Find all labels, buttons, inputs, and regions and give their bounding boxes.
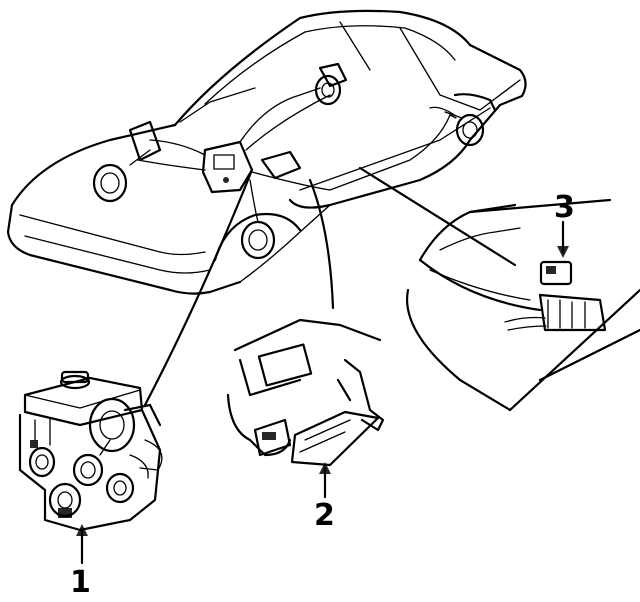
callout-1-label: 1: [70, 565, 91, 600]
callout-arrows: [76, 220, 569, 565]
car-body: [6, 9, 527, 295]
rear-left-rotor: [314, 62, 348, 106]
rear-right-rotor: [444, 111, 485, 147]
hydraulic-modulator: [18, 370, 163, 532]
leader-lines: [143, 166, 517, 407]
trunk-inset: [406, 198, 640, 412]
abs-modulator-in-car: [201, 140, 302, 194]
callout-3-label: 3: [554, 190, 575, 225]
front-left-rotor: [92, 120, 162, 203]
wiring-harness: [137, 87, 457, 223]
control-module-inset: [226, 318, 385, 467]
callout-2-label: 2: [314, 498, 335, 533]
front-right-rotor: [240, 220, 276, 260]
